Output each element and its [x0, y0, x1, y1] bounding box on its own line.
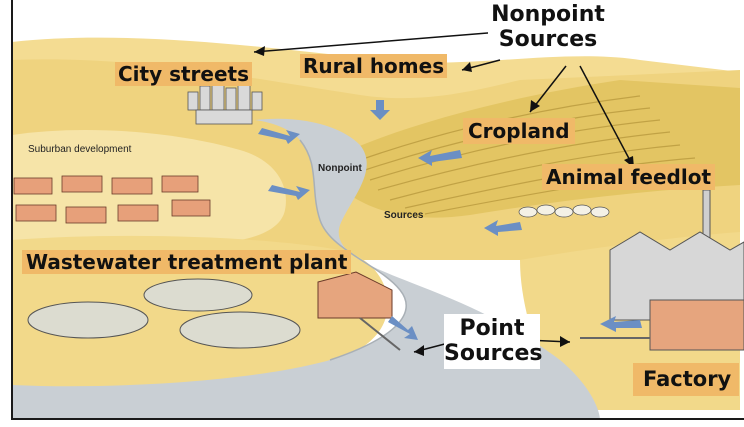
rural-homes-label: Rural homes	[300, 54, 447, 78]
point-text: Point	[444, 316, 540, 341]
nonpoint-sources-header: Nonpoint Sources	[488, 2, 608, 53]
wastewater-plant-label: Wastewater treatment plant	[22, 250, 351, 274]
suburban-development-label: Suburban development	[28, 144, 131, 155]
nonpoint-header-text: Nonpoint	[488, 2, 608, 27]
point-sources-text: Sources	[444, 341, 540, 366]
river-sources-label: Sources	[384, 210, 423, 221]
sources-header-text: Sources	[488, 27, 608, 52]
river-nonpoint-label: Nonpoint	[318, 163, 362, 174]
factory-label: Factory	[633, 363, 739, 396]
cropland-label: Cropland	[463, 118, 575, 144]
point-sources-label: Point Sources	[444, 314, 540, 369]
city-streets-label: City streets	[115, 62, 252, 86]
animal-feedlot-label: Animal feedlot	[542, 164, 715, 190]
